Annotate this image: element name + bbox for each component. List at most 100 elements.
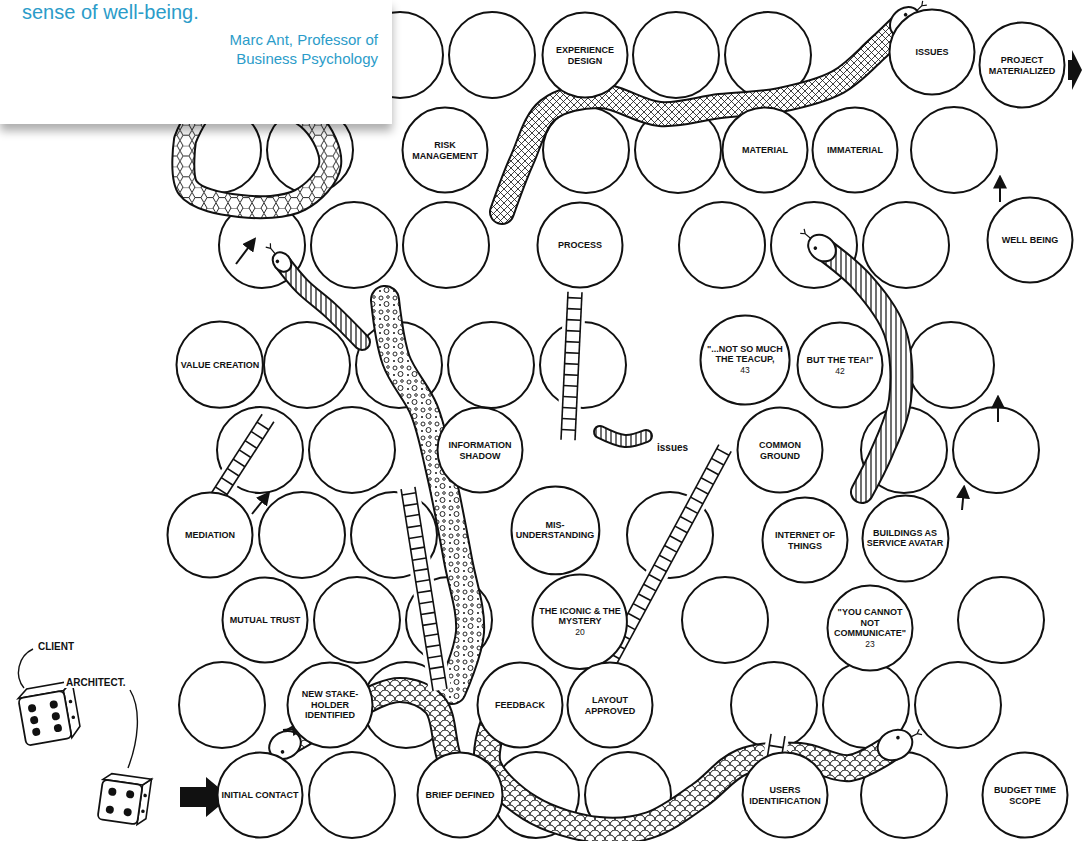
ladder-part xyxy=(409,536,423,538)
square-circle xyxy=(418,753,503,838)
square-title: PROCESS xyxy=(558,240,602,251)
square-circle xyxy=(980,23,1065,108)
square-title: INTERNET OF THINGS xyxy=(764,530,846,551)
ladder xyxy=(397,486,451,692)
ladder-part xyxy=(424,634,438,636)
ladder-part xyxy=(221,478,233,486)
ladder-part xyxy=(659,555,671,562)
ladder-part xyxy=(430,667,444,669)
ladder-part xyxy=(407,525,421,527)
square-label: BUT THE TEA!"42 xyxy=(807,355,874,376)
square-title: ISSUES xyxy=(915,47,948,58)
snake-body xyxy=(600,432,646,441)
ladder-part xyxy=(233,459,245,467)
square-circle xyxy=(738,408,823,493)
ladder-part xyxy=(227,468,239,476)
board-square: "...NOT SO MUCH THE TEACUP,43 xyxy=(699,314,791,406)
label-holder: CLIENT xyxy=(36,636,76,654)
square-label: BRIEF DEFINED xyxy=(425,790,494,801)
ladder-part xyxy=(405,515,419,517)
ladder-part xyxy=(691,497,703,504)
square-circle xyxy=(478,663,563,748)
square-label: INFORMATION SHADOW xyxy=(439,440,521,461)
snake-head xyxy=(872,719,927,766)
square-circle xyxy=(403,108,488,193)
board-square: BRIEF DEFINED xyxy=(416,751,504,839)
square-title: COMMON GROUND xyxy=(739,440,821,461)
square-title: INITIAL CONTACT xyxy=(221,790,298,801)
square-title: MATERIAL xyxy=(742,145,788,156)
square-label: INTERNET OF THINGS xyxy=(764,530,846,551)
ladder-part xyxy=(426,645,440,647)
board-square: WELL BEING xyxy=(986,196,1074,284)
empty-square xyxy=(958,577,1044,663)
square-circle xyxy=(890,10,975,95)
square-title: LAYOUT APPROVED xyxy=(569,695,651,716)
ladder-ground xyxy=(557,291,586,440)
square-label: PROJECT MATERIALIZED xyxy=(981,55,1063,76)
square-number: 42 xyxy=(807,365,874,376)
board-square: PROCESS xyxy=(536,201,624,289)
empty-square xyxy=(448,322,534,408)
ladder-part xyxy=(412,558,426,560)
square-circle xyxy=(218,753,303,838)
ladder-part xyxy=(563,407,577,409)
ladder-part xyxy=(711,458,723,465)
board-square: VALUE CREATION xyxy=(175,320,264,409)
board-square: BUT THE TEA!"42 xyxy=(796,321,884,409)
board-square: BUDGET TIME SCOPE xyxy=(981,751,1069,839)
ladder-part xyxy=(633,604,645,611)
board-square: INFORMATION SHADOW xyxy=(436,406,524,494)
square-label: COMMON GROUND xyxy=(739,440,821,461)
square-label: WELL BEING xyxy=(1002,235,1058,246)
square-circle xyxy=(798,323,883,408)
square-label: IMMATERIAL xyxy=(827,145,883,156)
ladder-part xyxy=(245,441,257,449)
small-arrow xyxy=(962,488,964,510)
snake-body xyxy=(487,728,895,831)
board-square: "YOU CANNOT NOT COMMUNICATE"23 xyxy=(826,584,914,672)
square-title: IMMATERIAL xyxy=(827,145,883,156)
empty-square xyxy=(915,662,1001,748)
square-title: VALUE CREATION xyxy=(181,360,260,371)
ladder-part xyxy=(251,431,263,439)
square-title: RISK MANAGEMENT xyxy=(404,140,486,161)
ladder-part xyxy=(701,478,713,485)
ladder-part xyxy=(567,319,581,321)
ladder-part xyxy=(717,449,729,456)
ladder-part xyxy=(416,580,430,582)
board-square: MIS-UNDERSTANDING xyxy=(510,485,601,576)
square-title: MEDIATION xyxy=(185,530,235,541)
square-number: 43 xyxy=(704,365,786,376)
square-title: NEW STAKE-HOLDER IDENTIFIED xyxy=(289,689,371,721)
square-label: FEEDBACK xyxy=(495,700,545,711)
square-circle xyxy=(538,203,623,288)
square-label: EXPERIENCE DESIGN xyxy=(544,45,626,66)
client-die xyxy=(17,681,82,746)
square-title: PROJECT MATERIALIZED xyxy=(981,55,1063,76)
ladder-part xyxy=(404,504,418,506)
board-square: IMMATERIAL xyxy=(811,106,899,194)
ladder-part xyxy=(401,489,433,691)
architect-die xyxy=(97,772,151,825)
square-label: NEW STAKE-HOLDER IDENTIFIED xyxy=(289,689,371,721)
ladder-part xyxy=(257,422,269,430)
board-square: MEDIATION xyxy=(166,491,254,579)
snakes xyxy=(183,0,934,831)
label-holder: issues xyxy=(655,437,690,455)
empty-square xyxy=(953,407,1039,493)
finish-arrow xyxy=(1068,50,1082,90)
square-label: MUTUAL TRUST xyxy=(230,615,300,626)
empty-square xyxy=(403,202,489,288)
ladder-part xyxy=(670,536,682,543)
snake-outline xyxy=(282,262,362,342)
empty-square xyxy=(309,752,395,838)
snake xyxy=(262,240,362,342)
board-square: BUILDINGS AS SERVICE AVATAR xyxy=(861,494,950,583)
square-title: BUT THE TEA!" xyxy=(807,355,874,366)
board-square: EXPERIENCE DESIGN xyxy=(541,11,629,99)
square-circle xyxy=(813,108,898,193)
board-square: USERS IDENTIFICATION xyxy=(741,751,829,839)
board-square: MUTUAL TRUST xyxy=(221,576,309,664)
